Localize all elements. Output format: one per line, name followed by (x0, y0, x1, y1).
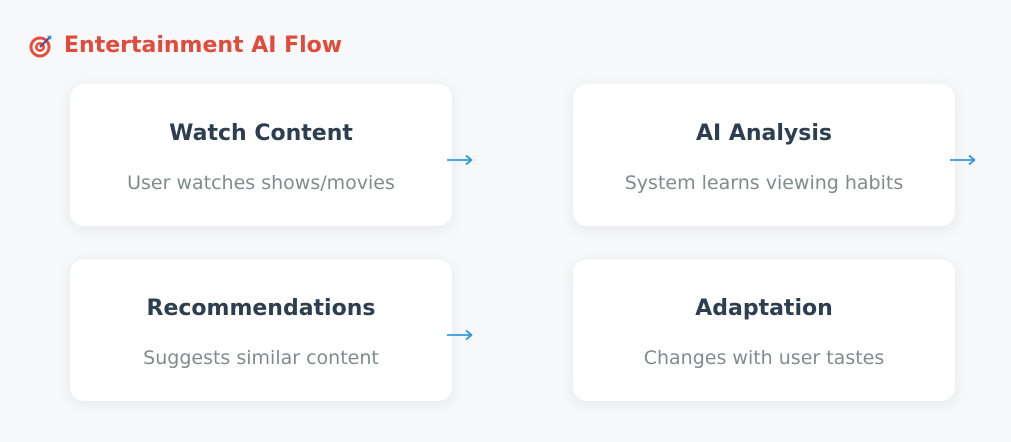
page-header: Entertainment AI Flow (28, 30, 342, 62)
step-card-adaptation: Adaptation Changes with user tastes (573, 259, 955, 401)
step-title: Recommendations (146, 296, 376, 321)
arrow-right-icon (447, 329, 473, 341)
step-title: Watch Content (169, 121, 353, 146)
arrow-right-icon (447, 154, 473, 166)
step-description: Suggests similar content (143, 347, 379, 369)
step-card-recommendations: Recommendations Suggests similar content (70, 259, 452, 401)
step-description: Changes with user tastes (643, 347, 885, 369)
page-title: Entertainment AI Flow (64, 33, 343, 58)
step-card-watch-content: Watch Content User watches shows/movies (70, 84, 452, 226)
step-description: User watches shows/movies (127, 172, 395, 194)
step-description: System learns viewing habits (624, 172, 904, 194)
target-icon (29, 35, 52, 58)
step-title: AI Analysis (695, 121, 833, 146)
step-title: Adaptation (695, 296, 833, 321)
step-card-ai-analysis: AI Analysis System learns viewing habits (573, 84, 955, 226)
arrow-right-icon (950, 154, 976, 166)
